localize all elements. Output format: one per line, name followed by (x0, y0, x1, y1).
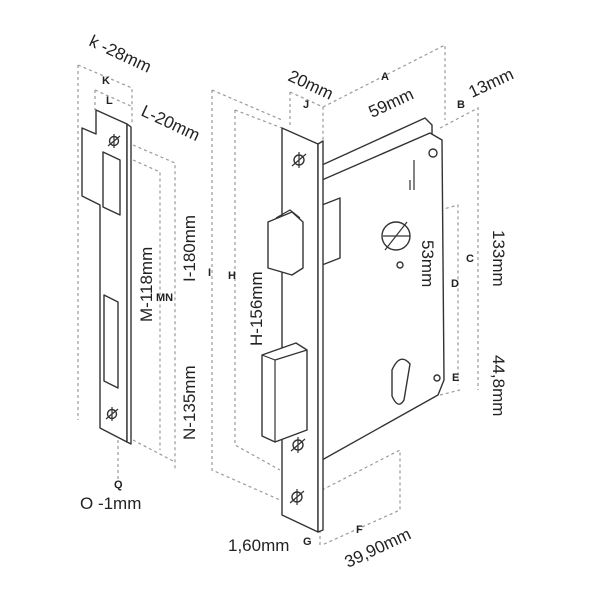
h-label: H (228, 270, 236, 282)
j-label: J (303, 99, 309, 111)
a-dimension: 59mm (366, 84, 417, 121)
screw-hole-icon (291, 152, 307, 168)
faceplate (261, 127, 324, 533)
i-label: I (208, 267, 211, 279)
c-dimension: 133mm (489, 230, 508, 287)
b-dimension: 13mm (466, 64, 517, 101)
m-dimension: M-118mm (137, 247, 156, 322)
e-label: E (452, 372, 459, 384)
l-label: L (106, 95, 113, 107)
b-label: B (457, 99, 465, 111)
mn-label: MN (156, 292, 173, 304)
dead-bolt (261, 342, 308, 443)
i-dimension: I-180mm (180, 215, 199, 282)
body-hole (428, 148, 438, 158)
strike-plate (81, 109, 132, 445)
cylinder-hole (391, 358, 411, 405)
k-dimension: k -28mm (86, 31, 154, 76)
e-dimension: 44,8mm (489, 355, 508, 416)
f-label: F (356, 524, 363, 536)
strike-bolt-slot (103, 294, 119, 389)
screw-hole-icon (289, 489, 305, 505)
d-dimension: 53mm (418, 240, 437, 287)
d-label: D (451, 278, 459, 290)
n-dimension: N-135mm (180, 365, 199, 440)
c-label: C (466, 253, 474, 265)
lock-body (321, 117, 445, 461)
l-dimension: L-20mm (138, 101, 203, 145)
o-dimension: O -1mm (80, 494, 141, 513)
dimension-lines (77, 44, 479, 546)
screw-hole-icon (105, 407, 119, 421)
h-dimension: H-156mm (247, 271, 266, 346)
g-label: G (303, 536, 312, 548)
k-label: K (102, 75, 110, 87)
g-dimension: 1,60mm (228, 536, 289, 555)
screw-hole-icon (107, 134, 121, 148)
latch-bolt (267, 211, 304, 276)
strike-latch-slot (102, 151, 121, 216)
screw-hole-icon (290, 437, 306, 453)
a-label: A (381, 71, 389, 83)
q-label: Q (114, 479, 123, 491)
j-dimension: 20mm (285, 66, 336, 103)
